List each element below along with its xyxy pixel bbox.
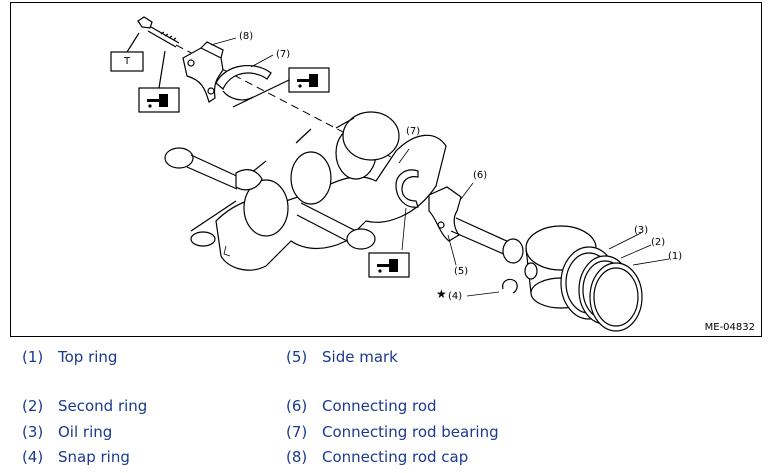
legend-number: (3) (22, 423, 44, 441)
connecting-rod-middle-drawing (296, 202, 376, 250)
legend-label: Connecting rod bearing (322, 423, 499, 441)
callout-8: (8) (239, 31, 254, 42)
connecting-rod-cap-drawing (182, 37, 237, 103)
oil-can-icon (147, 94, 168, 108)
legend-label: Oil ring (58, 423, 113, 441)
figure-id: ME-04832 (704, 322, 755, 333)
callout-4: (4) (448, 291, 463, 302)
legend-number: (1) (22, 348, 44, 366)
legend-number: (7) (286, 423, 308, 441)
callout-7-lower: (7) (406, 126, 421, 137)
crankshaft-drawing (190, 111, 447, 271)
star-mark: ★ (436, 287, 447, 301)
callout-2: (2) (651, 237, 666, 248)
oil-can-icon (297, 74, 318, 88)
torque-box-label: T (124, 56, 131, 67)
legend-label: Connecting rod (322, 397, 437, 415)
piston-rings-drawing (560, 232, 670, 332)
connecting-rod-6-drawing (428, 182, 524, 266)
diagram-drawing (110, 16, 670, 332)
legend-number: (2) (22, 397, 44, 415)
legend-label: Top ring (58, 348, 118, 366)
legend-label: Side mark (322, 348, 398, 366)
exploded-diagram: T (8) (7) (7) (6) (5) (3) (2) (1) ★ (4) … (10, 2, 762, 337)
bolt-drawing (137, 16, 180, 48)
callout-1: (1) (668, 251, 683, 262)
callout-7-upper: (7) (276, 49, 291, 60)
oil-can-icon (377, 259, 398, 273)
connecting-rod-left-drawing (164, 147, 263, 191)
legend-number: (8) (286, 448, 308, 466)
callout-6: (6) (473, 170, 488, 181)
callout-5: (5) (454, 266, 469, 277)
legend-number: (5) (286, 348, 308, 366)
legend-label: Second ring (58, 397, 148, 415)
legend-label: Connecting rod cap (322, 448, 469, 466)
callout-3: (3) (634, 225, 649, 236)
bearing-lower-drawing (395, 148, 419, 251)
legend-number: (6) (286, 397, 308, 415)
legend-label: Snap ring (58, 448, 130, 466)
snap-ring-drawing (466, 278, 518, 297)
bearing-upper-drawing (215, 54, 274, 101)
legend-number: (4) (22, 448, 44, 466)
